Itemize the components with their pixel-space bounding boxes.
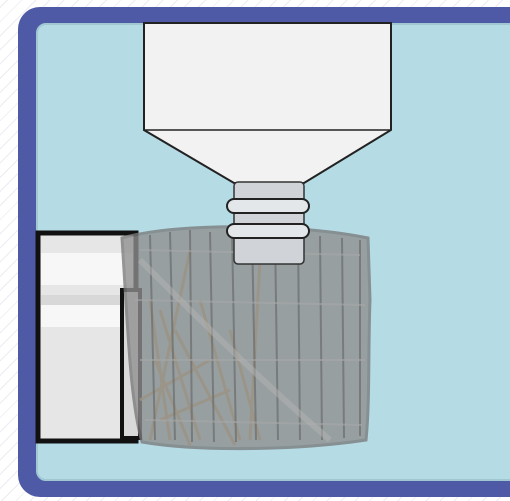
- nozzle[interactable]: [226, 181, 310, 265]
- hopper[interactable]: [143, 22, 392, 184]
- brush-head[interactable]: [120, 225, 372, 451]
- left-block[interactable]: [35, 230, 142, 444]
